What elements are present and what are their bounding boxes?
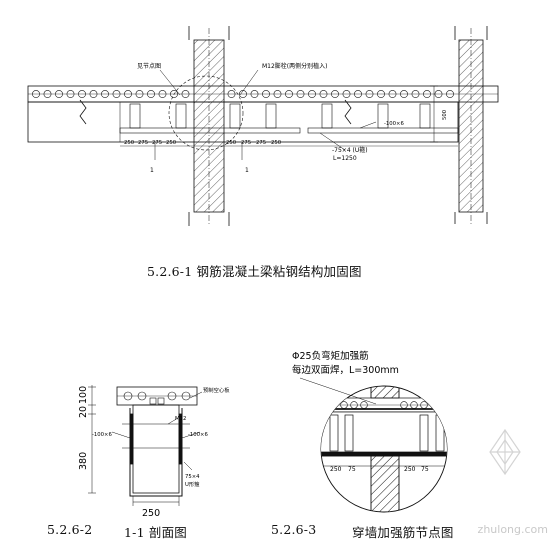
fig2-slab-label: 预制空心板 — [203, 386, 230, 394]
slab-hole — [411, 90, 420, 98]
slab-hole — [43, 90, 52, 98]
slab-hole — [239, 90, 247, 98]
fig2-dim-100: 100 — [78, 386, 89, 404]
fig2-caption-text: 1-1 剖面图 — [124, 525, 188, 540]
slab-hole — [321, 401, 328, 409]
slab-hole — [377, 90, 385, 98]
slab-hole — [250, 90, 259, 98]
slab-hole — [273, 90, 282, 98]
slab-hole — [331, 90, 339, 98]
slab-hole — [101, 90, 109, 98]
fig1-bolt-label: M12膨栓(两侧分别植入) — [262, 62, 328, 70]
slab-hole — [55, 90, 63, 98]
watermark-text: zhulong.com — [477, 523, 548, 536]
fig1-node-detail-label: 见节点图 — [137, 62, 161, 70]
slab-hole — [342, 90, 351, 98]
fig3-caption-number: 5.2.6-3 — [271, 522, 317, 537]
fig3-dim-250a: 250 — [330, 466, 342, 473]
slab-hole — [124, 90, 132, 98]
fig1-caption: 5.2.6-1 钢筋混凝土梁粘钢结构加固图 — [147, 264, 362, 279]
slab-hole — [308, 90, 316, 98]
slab-hole — [78, 90, 86, 98]
fig2-bolt-label: M12 — [175, 416, 186, 422]
fig1-beam-elevation — [27, 26, 499, 226]
fig3-note-leader — [299, 377, 377, 405]
fig1-dimension-labels: 250 275 275 250 250 275 275 250 — [124, 140, 282, 146]
svg-text:275: 275 — [241, 140, 251, 146]
zhulong-logo — [489, 428, 521, 476]
slab-hole — [66, 90, 75, 98]
slab-hole — [340, 401, 348, 409]
svg-text:275: 275 — [138, 140, 148, 146]
slab-hole — [440, 401, 447, 409]
fig2-dim-20: 20 — [78, 406, 89, 418]
fig2-dim-380: 380 — [78, 452, 89, 470]
fig2-right-plate-label: -100×6 — [188, 432, 208, 438]
slab-hole — [410, 401, 418, 409]
slab-hole — [434, 90, 443, 98]
slab-hole — [32, 90, 40, 98]
svg-text:250: 250 — [166, 140, 177, 146]
slab-hole — [365, 90, 374, 98]
svg-text:250: 250 — [271, 140, 282, 146]
fig1-height-label: 500 — [442, 109, 448, 120]
slab-hole — [420, 401, 428, 409]
fig2-hoop-spec: 75×4 — [185, 474, 200, 480]
slab-hole — [400, 90, 408, 98]
fig3-note-line1: Φ25负弯矩加强筋 — [292, 350, 369, 362]
fig1-section-mark-right: 1 — [245, 167, 249, 174]
slab-hole — [89, 90, 98, 98]
slab-hole — [181, 90, 190, 98]
fig2-dim-250: 250 — [142, 508, 160, 519]
svg-text:250: 250 — [226, 140, 237, 146]
fig2-section — [88, 385, 203, 506]
slab-hole — [285, 90, 293, 98]
slab-hole — [112, 90, 121, 98]
svg-text:275: 275 — [256, 140, 266, 146]
slab-hole — [423, 90, 431, 98]
slab-hole — [360, 401, 368, 409]
slab-hole — [158, 90, 167, 98]
fig2-left-plate-label: -100×6 — [92, 432, 112, 438]
svg-text:250: 250 — [124, 140, 135, 146]
slab-hole — [350, 401, 358, 409]
slab-hole — [296, 90, 305, 98]
svg-text:275: 275 — [152, 140, 162, 146]
slab-hole — [170, 90, 178, 98]
fig1-side-plate-label: -100×6 — [384, 121, 404, 127]
slab-hole — [400, 401, 408, 409]
fig1-steel-spec-label: -75×4 (U箍) — [332, 146, 368, 154]
slab-hole — [388, 90, 397, 98]
slab-hole — [319, 90, 328, 98]
fig1-section-mark-left: 1 — [150, 167, 154, 174]
fig3-dim-75: 75 — [348, 466, 356, 473]
fig2-caption-number: 5.2.6-2 — [47, 522, 93, 537]
fig3-dim-250b: 250 — [404, 466, 416, 473]
fig1-steel-length-label: L=1250 — [333, 155, 357, 162]
fig2-hoop-type: U形箍 — [185, 480, 200, 488]
fig3-note-line2: 每边双面焊，L=300mm — [292, 364, 399, 376]
fig3-caption-text: 穿墙加强筋节点图 — [352, 525, 454, 540]
fig3-dim-75b: 75 — [421, 466, 429, 473]
fig3-wall-node — [320, 385, 448, 513]
slab-hole — [135, 90, 144, 98]
slab-hole — [446, 90, 454, 98]
slab-hole — [262, 90, 270, 98]
slab-hole — [227, 90, 236, 98]
fig1-hollow-slab — [32, 90, 454, 98]
slab-hole — [354, 90, 362, 98]
slab-hole — [147, 90, 155, 98]
